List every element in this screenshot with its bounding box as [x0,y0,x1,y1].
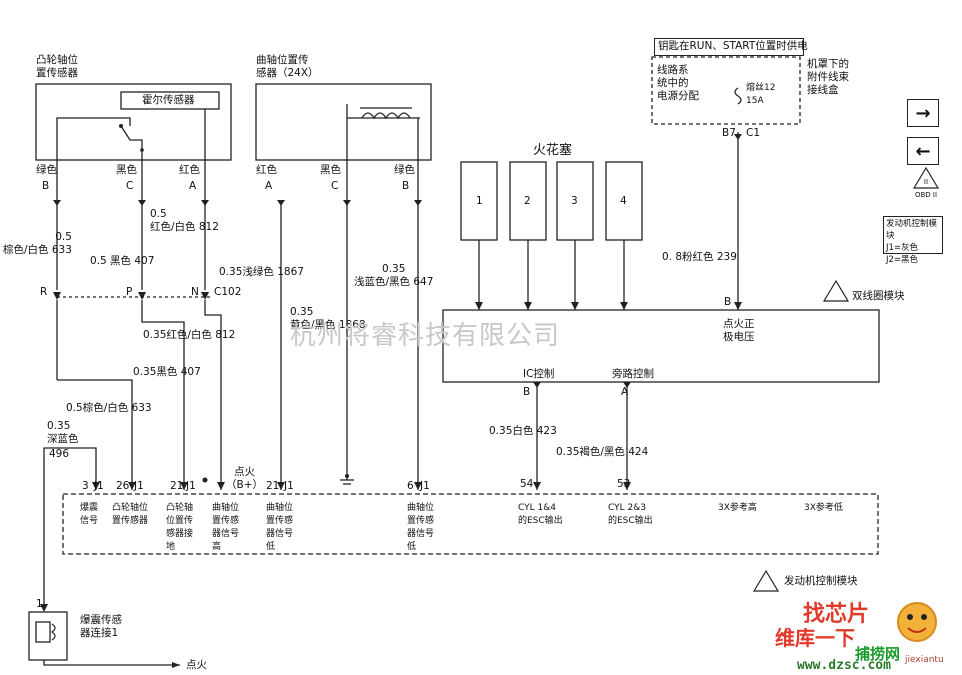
bypass-pin: A [621,386,629,398]
knock-sensor-label: 爆震传感 器连接1 [80,614,122,639]
wire-1867: 0.35浅绿色 1867 [219,266,304,278]
ecm-pin-3: 3 [82,480,89,492]
crank-red: 红色 [256,164,277,176]
coil-2: 2 [524,195,531,207]
legend-title: 发动机控制模块 [886,219,938,241]
fuse-12: 熔丝12 15A [746,83,776,106]
wire-496-num: 496 [49,448,70,460]
conn-n: N [191,286,199,298]
crank-pin-c: C [331,180,339,192]
power-distribution: 线路系 统中的 电源分配 [657,64,699,102]
ecm-pin-21a: 21 [170,480,184,492]
wire-647: 0.35 浅蓝色/黑色 647 [354,263,434,288]
ecm-pin-53: 53 [617,478,631,490]
ecm-pin-6-j1: J1 [420,480,430,492]
cam-black: 黑色 [116,164,137,176]
wire-239: 0. 8粉红色 239 [662,251,737,263]
bypass-control: 旁路控制 [612,368,654,380]
ignition-supply: 点火正 极电压 [723,318,755,343]
cam-sensor-title: 凸轮轴位 置传感器 [36,54,78,79]
legend-j1: J1=灰色 [886,243,919,253]
ignition-bplus: 点火 （B+） [226,466,264,491]
crank-pin-a: A [265,180,273,192]
wire-812: 0.5 红色/白色 812 [150,208,219,233]
ecm-pin-6: 6 [407,480,414,492]
ecm-esc-14: CYL 1&4 的ESC输出 [518,503,563,526]
wire-1868: 0.35 黄色/黑色 1868 [290,306,366,331]
cam-pin-a: A [189,180,197,192]
knock-ignition: 点火 [186,659,207,671]
ecm-pin-3-j1: J1 [94,480,104,492]
ecm-pin-54: 54 [520,478,534,490]
junction-box: 机罩下的 附件线束 接线盒 [807,58,849,96]
pin-b7: B7 [722,127,736,139]
logo-line3: 捕捞网 [855,645,901,663]
crank-sensor-title: 曲轴位置传 感器（24X） [256,54,319,79]
prev-page-button[interactable]: ← [907,137,939,165]
wire-812b: 0.35红色/白色 812 [143,329,236,341]
legend-j2: J2=黑色 [886,255,919,265]
wire-423: 0.35白色 423 [489,425,557,437]
hall-sensor-label: 霍尔传感器 [142,94,195,106]
ecm-3x-low: 3X参考低 [804,503,843,513]
crank-green: 绿色 [394,164,415,176]
wire-496: 0.35 深蓝色 [47,420,79,445]
ecm-pin-21a-j1: J1 [186,480,196,492]
ecm-module-name: 发动机控制模块 [784,575,858,587]
arrow-right-icon: → [915,102,931,124]
ecm-cam-ground: 凸轮轴 位置传 感器接 地 [166,503,194,552]
dual-coil-module: 双线圈模块 [852,290,905,302]
coil-3: 3 [571,195,578,207]
coil-1: 1 [476,195,483,207]
key-power-label: 钥匙在RUN、START位置时供电 [658,40,808,52]
cam-red: 红色 [179,164,200,176]
arrow-left-icon: ← [915,140,931,162]
ecm-knock-signal: 爆震 信号 [80,503,99,526]
obd-ii-icon: II OBD II [914,178,938,199]
conn-c102: C102 [214,286,242,298]
spark-plug-title: 火花塞 [533,143,573,158]
wire-407b: 0.35黑色 407 [133,366,201,378]
connector-legend: 发动机控制模块 J1=灰色 J2=黑色 [883,216,943,265]
logo-line2: 维库一下 [775,626,855,650]
conn-p: P [126,286,133,298]
logo-line1: 找芯片 [803,602,870,627]
wire-424: 0.35褐色/黑色 424 [556,446,649,458]
ic-control: IC控制 [523,368,555,380]
wire-407: 0.5 黑色 407 [90,255,155,267]
ecm-pin-21b-j1: J1 [284,480,294,492]
pin-c1: C1 [746,127,761,139]
ecm-cam-sensor: 凸轮轴位 置传感器 [112,503,149,526]
wire-633b: 0.5棕色/白色 633 [66,402,152,414]
logo-tag: jiexiantu [905,655,944,665]
coil-pin-b: B [724,296,732,308]
ic-pin: B [523,386,531,398]
logo-url: www.dzsc.com [797,658,891,673]
cam-green: 绿色 [36,164,57,176]
coil-4: 4 [620,195,627,207]
crank-black: 黑色 [320,164,341,176]
ecm-3x-high: 3X参考高 [718,503,757,513]
ecm-pin-26-j1: J1 [134,480,144,492]
ecm-crank-low-a: 曲轴位 置传感 器信号 低 [266,503,294,552]
ecm-esc-23: CYL 2&3 的ESC输出 [608,503,653,526]
crank-pin-b: B [402,180,410,192]
ecm-pin-26: 26 [116,480,130,492]
knock-pin-1: 1 [36,598,43,610]
conn-r: R [40,286,48,298]
wire-633: 0.5 棕色/白色 633 [3,231,72,256]
cam-pin-b: B [42,180,50,192]
ecm-crank-low-b: 曲轴位 置传感 器信号 低 [407,503,435,552]
watermark-text: 杭州将睿科技有限公司 [290,321,561,351]
ecm-crank-high: 曲轴位 置传感 器信号 高 [212,503,240,552]
ecm-pin-21b: 21 [266,480,280,492]
cam-pin-c: C [126,180,134,192]
next-page-button[interactable]: → [907,99,939,127]
